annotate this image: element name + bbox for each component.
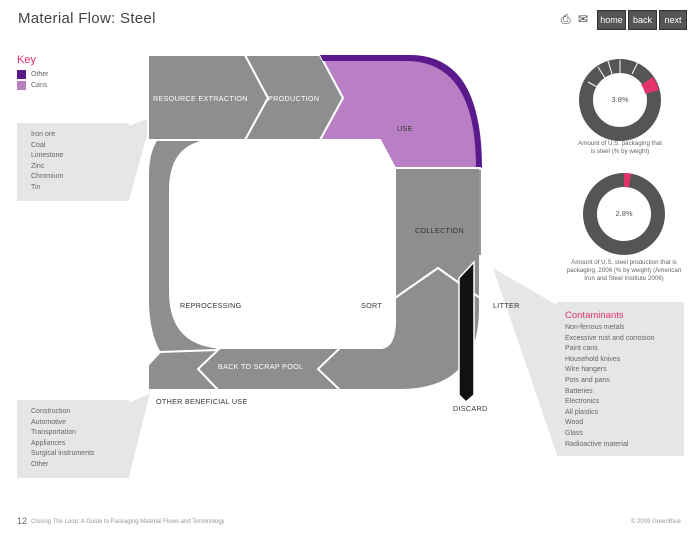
label-reprocessing: REPROCESSING [180, 301, 242, 310]
sort-block [298, 266, 481, 391]
donut-1-divider [597, 66, 606, 79]
list-item: Limestone [31, 152, 64, 160]
raw-materials-pointer [129, 117, 152, 200]
list-item: Batteries [565, 387, 593, 395]
back-button[interactable]: back [628, 10, 657, 30]
list-item: Radioactive material [565, 440, 629, 448]
donut-1-divider [631, 61, 639, 75]
list-item: Zinc [31, 162, 45, 170]
printer-icon[interactable]: ⎙ [561, 12, 571, 26]
list-item: Iron ore [31, 131, 56, 138]
list-item: Chromium [31, 173, 64, 181]
list-item: Other [31, 460, 49, 468]
donut-2-caption: Amount of U.S. steel production that is … [566, 259, 682, 282]
label-resource-extraction: RESOURCE EXTRACTION [153, 94, 248, 103]
list-item: Wood [565, 419, 584, 427]
key-item-other: Other [17, 70, 49, 79]
list-item: Automotive [31, 418, 67, 426]
list-item: Appliances [31, 439, 66, 447]
page-number: 12 [17, 516, 28, 526]
list-item: Construction [31, 408, 71, 415]
list-item: Non-ferrous metals [565, 324, 625, 331]
list-item: All plastics [565, 408, 599, 416]
label-discard: DISCARD [453, 404, 488, 413]
list-item: Excessive rust and corrosion [565, 334, 655, 342]
raw-materials-list: Iron ore Coal Limestone Zinc Chromium Ti… [17, 123, 129, 194]
list-item: Tin [31, 183, 41, 191]
donut-2-center-label: 2.8% [615, 209, 633, 218]
next-button[interactable]: next [659, 10, 687, 30]
list-item: Household knives [565, 355, 621, 363]
contaminants-pointer [493, 268, 557, 455]
donut-chart-packaging-share [579, 59, 661, 141]
label-litter: LITTER [493, 301, 520, 310]
donut-1-divider [607, 60, 613, 75]
other-beneficial-use-block [147, 348, 221, 391]
list-item: Paint cans [565, 345, 598, 353]
list-item: Pots and pans [565, 376, 610, 384]
list-item: Glass [565, 429, 583, 437]
list-item: Electronics [565, 398, 600, 406]
envelope-icon[interactable]: ✉ [578, 12, 589, 26]
beneficial-uses-list: Construction Automotive Transportation A… [17, 400, 129, 471]
beneficial-uses-pointer [129, 393, 150, 477]
key-item-cans: Cans [17, 81, 47, 90]
label-production: PRODUCTION [268, 94, 320, 103]
donut-2-highlight-slice [623, 173, 632, 188]
contaminants-list: Non-ferrous metals Excessive rust and co… [557, 321, 684, 450]
beneficial-uses-panel: Construction Automotive Transportation A… [17, 400, 129, 478]
raw-materials-panel: Iron ore Coal Limestone Zinc Chromium Ti… [17, 123, 129, 201]
donut-1-highlight-slice [641, 77, 659, 95]
key-title: Key [17, 54, 36, 66]
donut-1-center-label: 3.8% [611, 95, 629, 104]
list-item: Coal [31, 141, 46, 149]
key-swatch-cans [17, 81, 26, 90]
footer-copyright: © 2009 GreenBlue [631, 519, 681, 525]
label-other-beneficial-use: OTHER BENEFICIAL USE [156, 397, 248, 406]
footer-book-title: Closing The Loop: A Guide to Packaging M… [31, 519, 225, 525]
label-collection: COLLECTION [415, 226, 464, 235]
donut-chart-steel-production-share [583, 173, 665, 255]
contaminants-panel: Contaminants Non-ferrous metals Excessiv… [557, 302, 684, 456]
page-title: Material Flow: Steel [18, 10, 156, 27]
donut-1-divider [587, 81, 600, 89]
contaminants-title: Contaminants [565, 310, 624, 321]
list-item: Wire hangers [565, 366, 607, 374]
list-item: Transportation [31, 429, 76, 437]
label-sort: SORT [361, 301, 383, 310]
home-button[interactable]: home [597, 10, 626, 30]
key-swatch-other [17, 70, 26, 79]
donut-1-caption: Amount of U.S. packaging that is steel (… [578, 140, 662, 155]
label-use: USE [397, 124, 413, 133]
discard-bar [458, 260, 475, 404]
label-back-to-scrap-pool: BACK TO SCRAP POOL [218, 362, 304, 371]
list-item: Surgical instruments [31, 450, 95, 458]
